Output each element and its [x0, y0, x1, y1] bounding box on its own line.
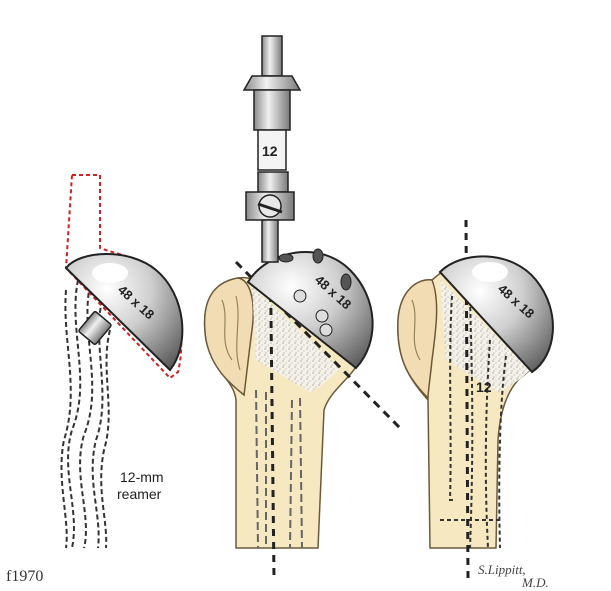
head-highlight [92, 263, 128, 283]
stem-size-label-right: 12 [476, 379, 492, 395]
figure-id: f1970 [6, 568, 44, 585]
trial-size-label: 12 [262, 143, 278, 159]
trial-head-left [64, 253, 184, 372]
left-panel-reamer: 48 x 18 12-mm reamer [60, 174, 184, 549]
cut-line-middle [234, 260, 402, 430]
final-head-right [438, 255, 554, 374]
tuberosity-middle [203, 277, 254, 397]
tuberosity-right [397, 279, 438, 400]
stem-outline-middle [255, 389, 303, 549]
stem-outline-right [440, 295, 507, 549]
reamer-word-label: reamer [117, 486, 162, 502]
cancellous-bone-right [440, 280, 530, 392]
inserter-handle: 12 [242, 35, 302, 263]
middle-panel-humerus: 48 x 18 12 [203, 35, 402, 579]
cancellous-bone-middle [252, 286, 340, 392]
reamer-size-label: 12-mm [120, 469, 164, 485]
artist-signature-degree: M.D. [521, 575, 549, 590]
artist-signature-name: S.Lippitt, [478, 562, 526, 577]
reamer-peg [78, 311, 112, 345]
head-holes [278, 248, 352, 337]
right-panel-humerus: 48 x 18 12 [397, 219, 554, 579]
